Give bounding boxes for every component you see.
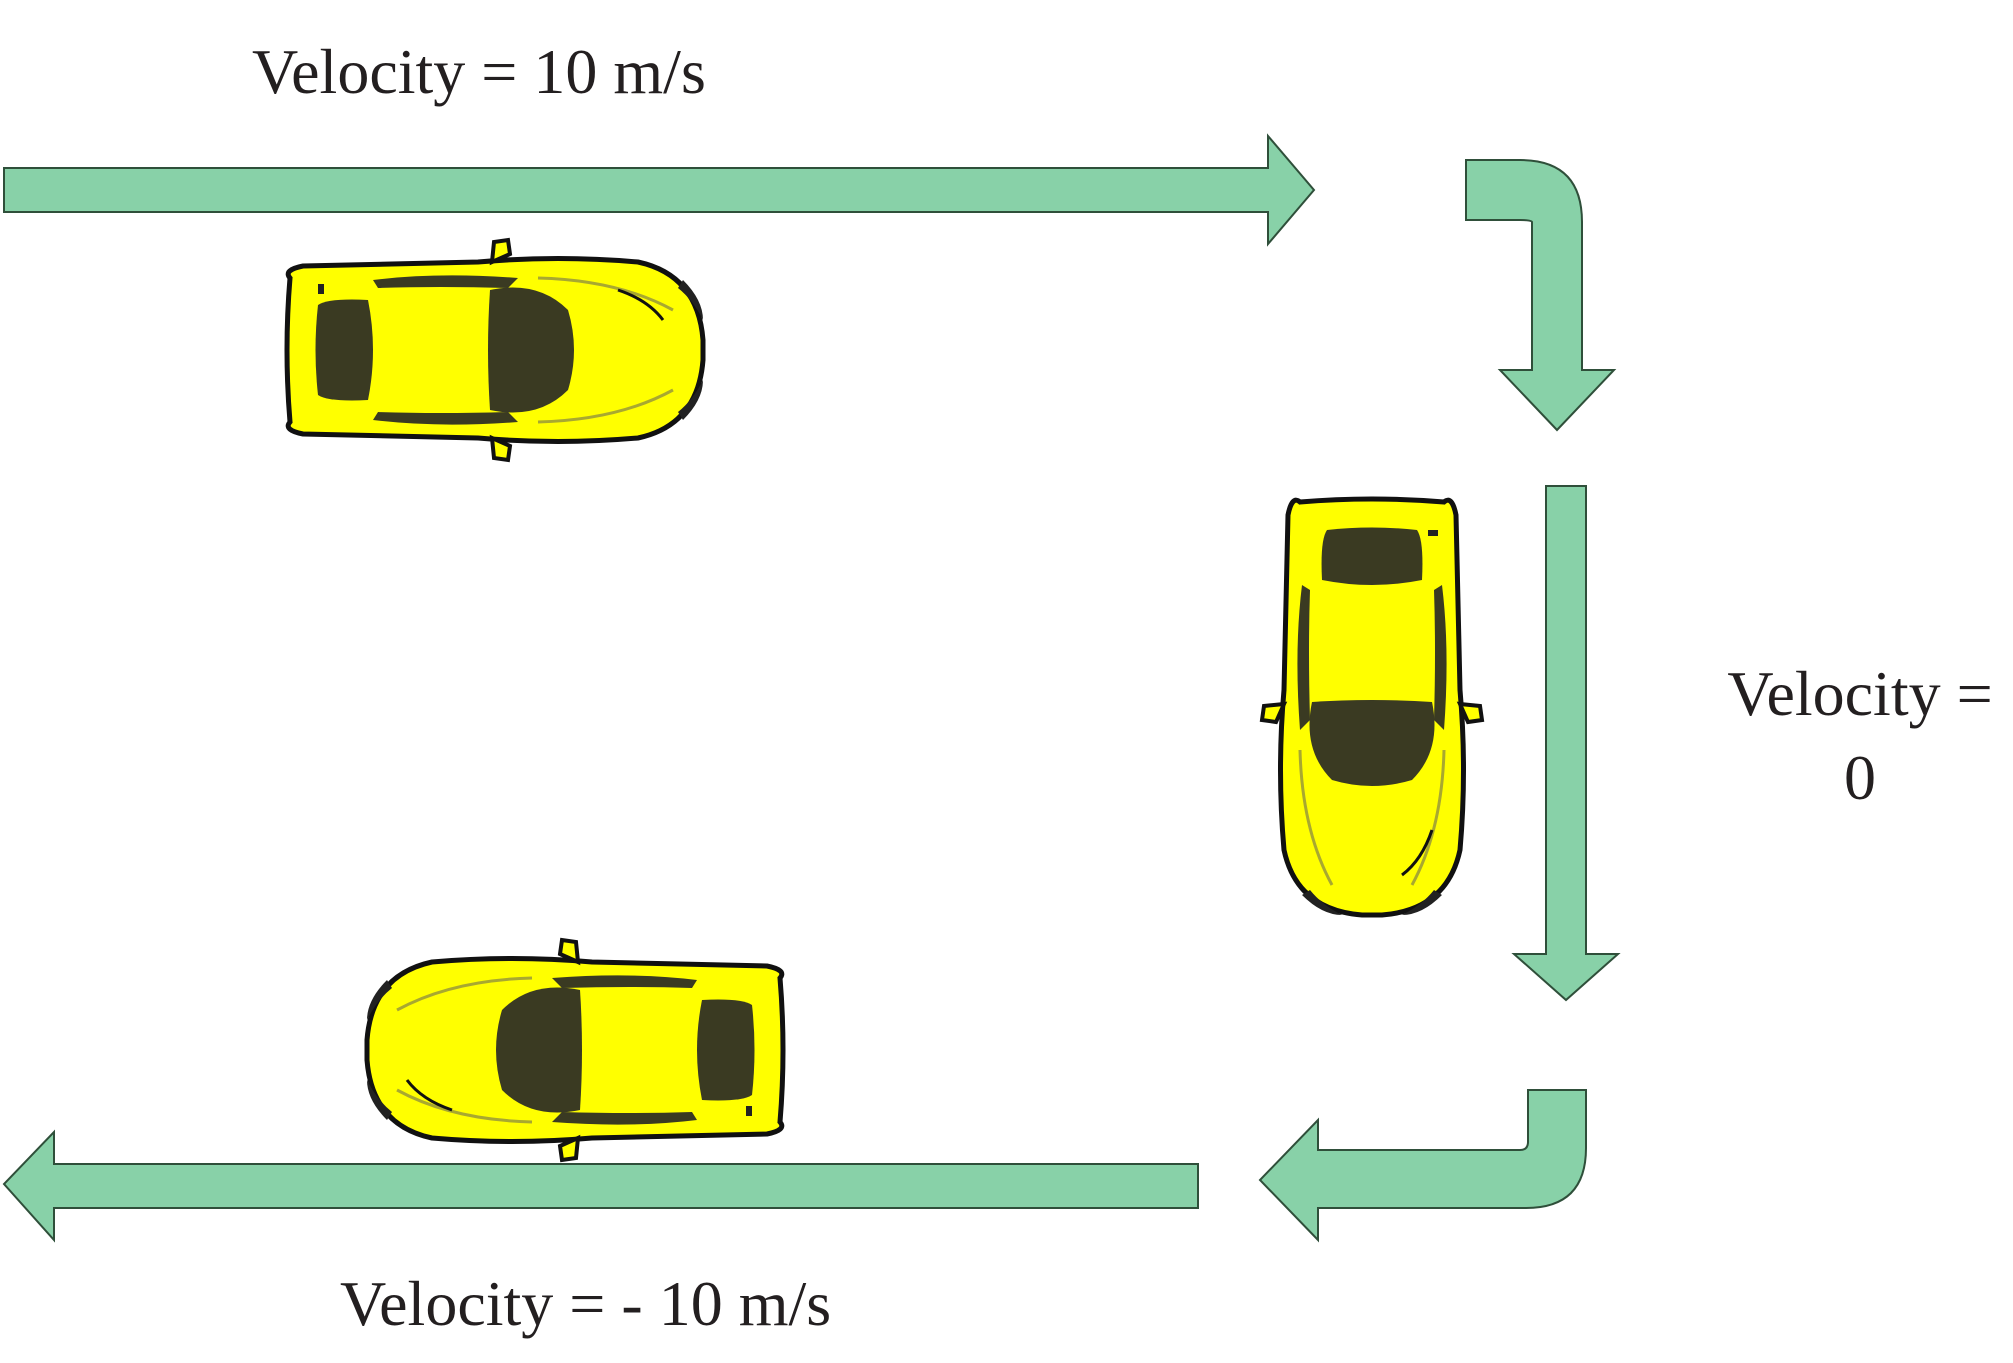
velocity-label-right-line2: 0 bbox=[1844, 742, 1876, 813]
arrow-right-icon bbox=[3, 133, 1316, 247]
velocity-label-bottom: Velocity = - 10 m/s bbox=[340, 1268, 832, 1339]
velocity-label-right: Velocity = 0 bbox=[1710, 652, 2010, 820]
arrow-down-icon bbox=[1511, 485, 1621, 1002]
car-icon bbox=[367, 940, 783, 1160]
car-icon bbox=[287, 240, 703, 460]
velocity-label-top: Velocity = 10 m/s bbox=[252, 36, 706, 107]
velocity-label-right-line1: Velocity = bbox=[1727, 658, 1993, 729]
arrow-left-icon bbox=[2, 1129, 1199, 1243]
bent-arrow-icon bbox=[1465, 159, 1617, 432]
car-icon bbox=[1262, 499, 1482, 915]
bent-arrow-icon bbox=[1258, 1089, 1587, 1243]
